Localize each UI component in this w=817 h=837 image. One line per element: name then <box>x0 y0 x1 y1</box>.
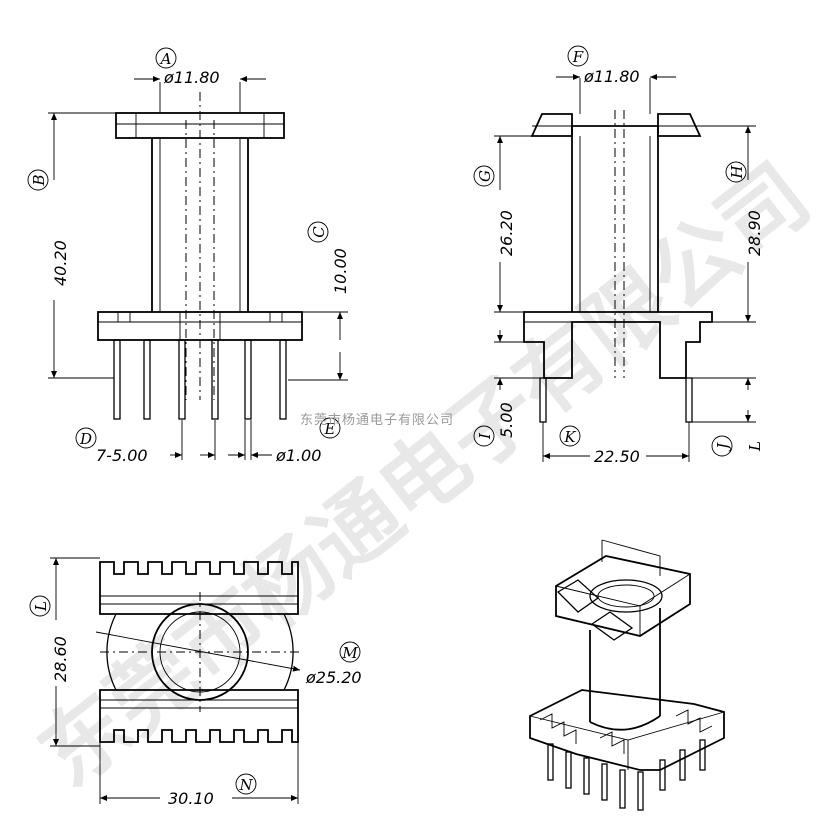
dim-C-value: 10.00 <box>331 248 350 294</box>
label-L-bottom: L <box>32 601 50 612</box>
label-E: E <box>324 420 336 438</box>
label-A: A <box>159 50 172 68</box>
label-C: C <box>310 226 328 238</box>
watermark-large: 东莞市杨通电子有限公司 <box>21 145 817 806</box>
top-view: ø25.20 M 28.60 L 30.10 N <box>29 557 362 808</box>
dim-E-value: ø1.00 <box>275 446 321 465</box>
front-pins <box>113 339 287 420</box>
label-M: M <box>341 644 358 662</box>
label-K: K <box>563 428 576 446</box>
dim-K-value: 22.50 <box>594 447 640 466</box>
label-D: D <box>79 430 92 448</box>
dim-G-value: 26.20 <box>497 210 516 256</box>
dim-N-value: 30.10 <box>168 789 214 808</box>
dim-A-value: ø11.80 <box>163 68 220 87</box>
side-view: ø11.80 F 26.20 G 28.90 H 5.00 I J L <box>473 45 764 466</box>
dim-D-value: 7-5.00 <box>96 446 148 465</box>
dim-F-value: ø11.80 <box>583 67 640 86</box>
label-B: B <box>30 174 48 186</box>
dim-M-value: ø25.20 <box>305 668 362 687</box>
isometric-view <box>529 539 725 811</box>
label-J: J <box>714 442 732 452</box>
label-F: F <box>572 48 584 66</box>
front-view: ø11.80 A 40.20 B 10.00 C 7-5.00 ø1.00 D … <box>27 47 350 465</box>
label-G: G <box>476 170 494 182</box>
label-N: N <box>238 776 253 794</box>
watermark-small: 东莞市杨通电子有限公司 <box>300 412 454 428</box>
label-H: H <box>728 165 746 180</box>
dim-B-value: 40.20 <box>51 240 70 286</box>
label-I: I <box>476 432 494 440</box>
dim-L-value: 28.60 <box>51 636 70 682</box>
iso-pins <box>547 739 706 811</box>
dim-I-value: 5.00 <box>497 402 516 438</box>
front-base <box>97 311 303 341</box>
dim-H-value: 28.90 <box>745 210 764 256</box>
label-L-side: L <box>746 441 764 452</box>
